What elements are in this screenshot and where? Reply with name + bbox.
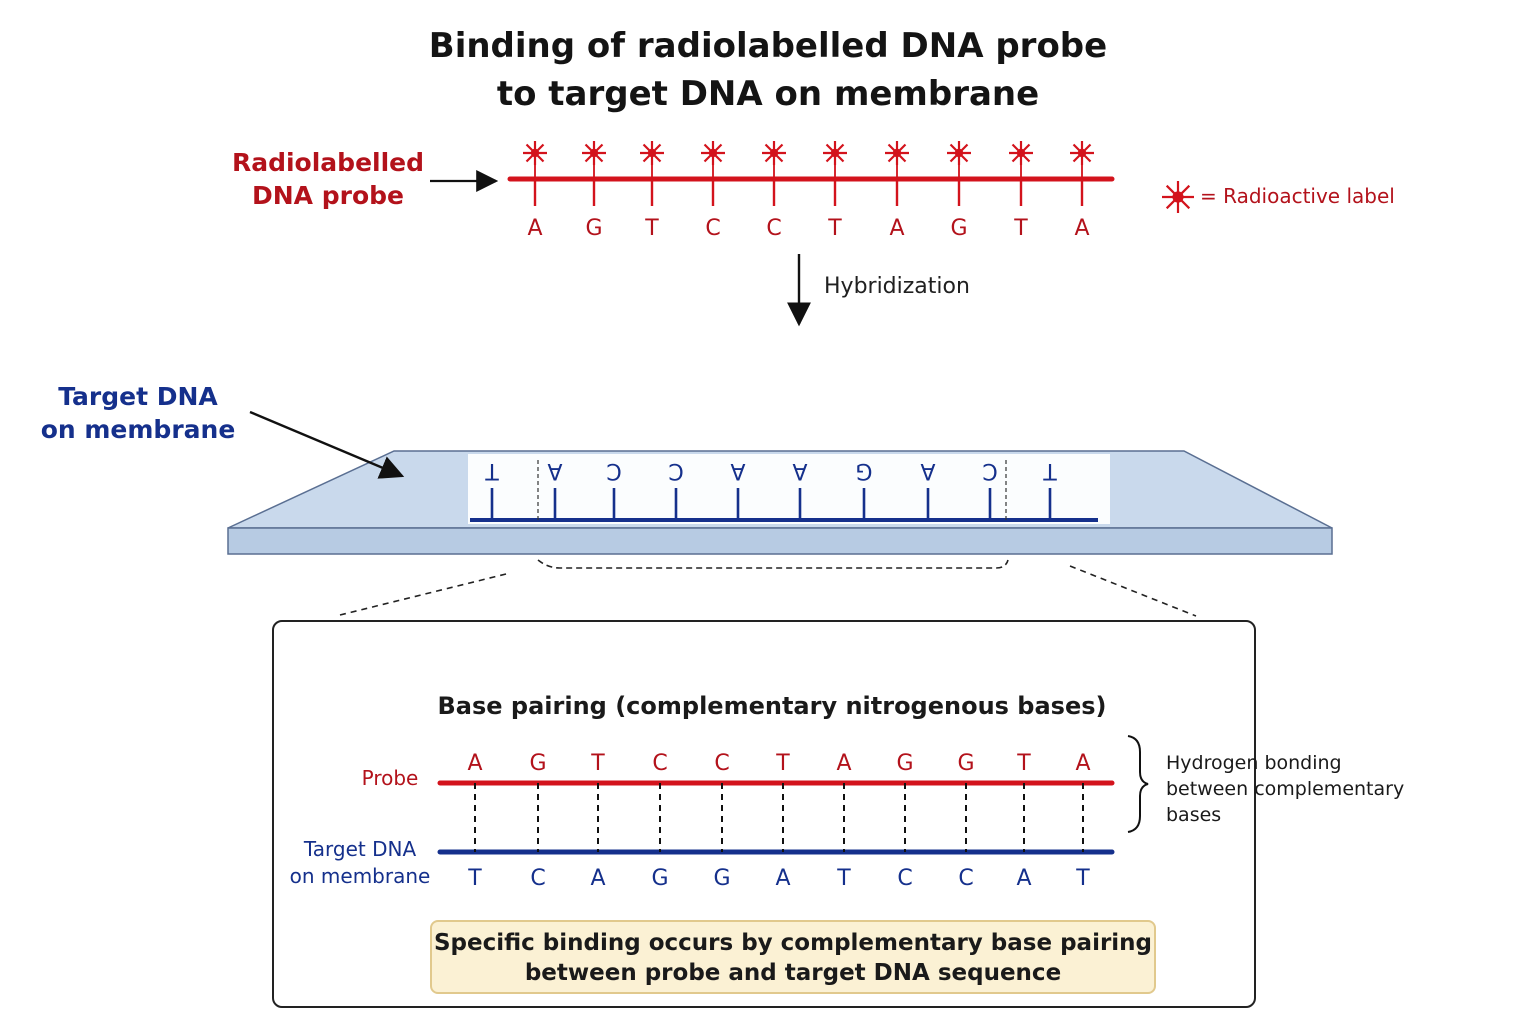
membrane-base: C [982,458,997,483]
radioactive-star-icon [823,141,847,165]
probe-base: A [1074,216,1089,241]
radioactive-star-icon [1009,141,1033,165]
membrane-base: C [668,458,683,483]
radioactive-star-icon [701,141,725,165]
inset-title: Base pairing (complementary nitrogenous … [437,692,1107,720]
probe-base: G [585,216,602,241]
target-label: Target DNA on membrane [40,382,236,444]
page-title: Binding of radiolabelled DNA probe to ta… [428,26,1108,114]
hybridization-label: Hybridization [824,274,970,299]
membrane-base: A [792,458,807,483]
zoom-region-bracket [537,559,1009,569]
summary-note-box [430,920,1156,994]
radioactive-star-icon [1070,141,1094,165]
probe-base: C [766,216,781,241]
radioactive-star-icon [947,141,971,165]
radioactive-star-icon [885,141,909,165]
radioactive-star-icon [762,141,786,165]
inset-target-label: Target DNA on membrane [289,837,431,888]
membrane-base: T [1043,458,1058,483]
probe-radioactive-labels [523,141,1094,179]
probe-base: C [705,216,720,241]
probe-base: T [1013,216,1028,241]
summary-note-text: Specific binding occurs by complementary… [433,930,1153,986]
probe-ticks [533,179,1084,206]
hydrogen-bond-label: Hydrogen bonding between complementary b… [1166,752,1405,826]
probe-base: T [827,216,842,241]
membrane-base: A [920,458,935,483]
probe-base: T [644,216,659,241]
probe-base: G [950,216,967,241]
radioactive-star-icon [1162,181,1194,213]
radioactive-star-icon [1162,181,1194,213]
membrane-dna-panel [468,454,1110,524]
membrane-target-ticks [490,488,1052,520]
zoom-line-right [1069,565,1197,617]
probe-base: A [889,216,904,241]
membrane-base: C [606,458,621,483]
membrane-base: A [730,458,745,483]
radioactive-star-icon [523,141,547,165]
target-label-arrow [249,410,405,479]
membrane-base: A [547,458,562,483]
probe-label: Radiolabelled DNA probe [231,148,425,210]
radioactive-star-icon [582,141,606,165]
probe-base: A [527,216,542,241]
legend-text: = Radioactive label [1200,184,1395,208]
zoom-line-left [335,573,507,617]
inset-probe-label: Probe [361,766,419,790]
membrane-base: T [485,458,500,483]
membrane-front-face [227,527,1333,555]
radioactive-star-icon [640,141,664,165]
membrane-base: G [855,458,872,483]
